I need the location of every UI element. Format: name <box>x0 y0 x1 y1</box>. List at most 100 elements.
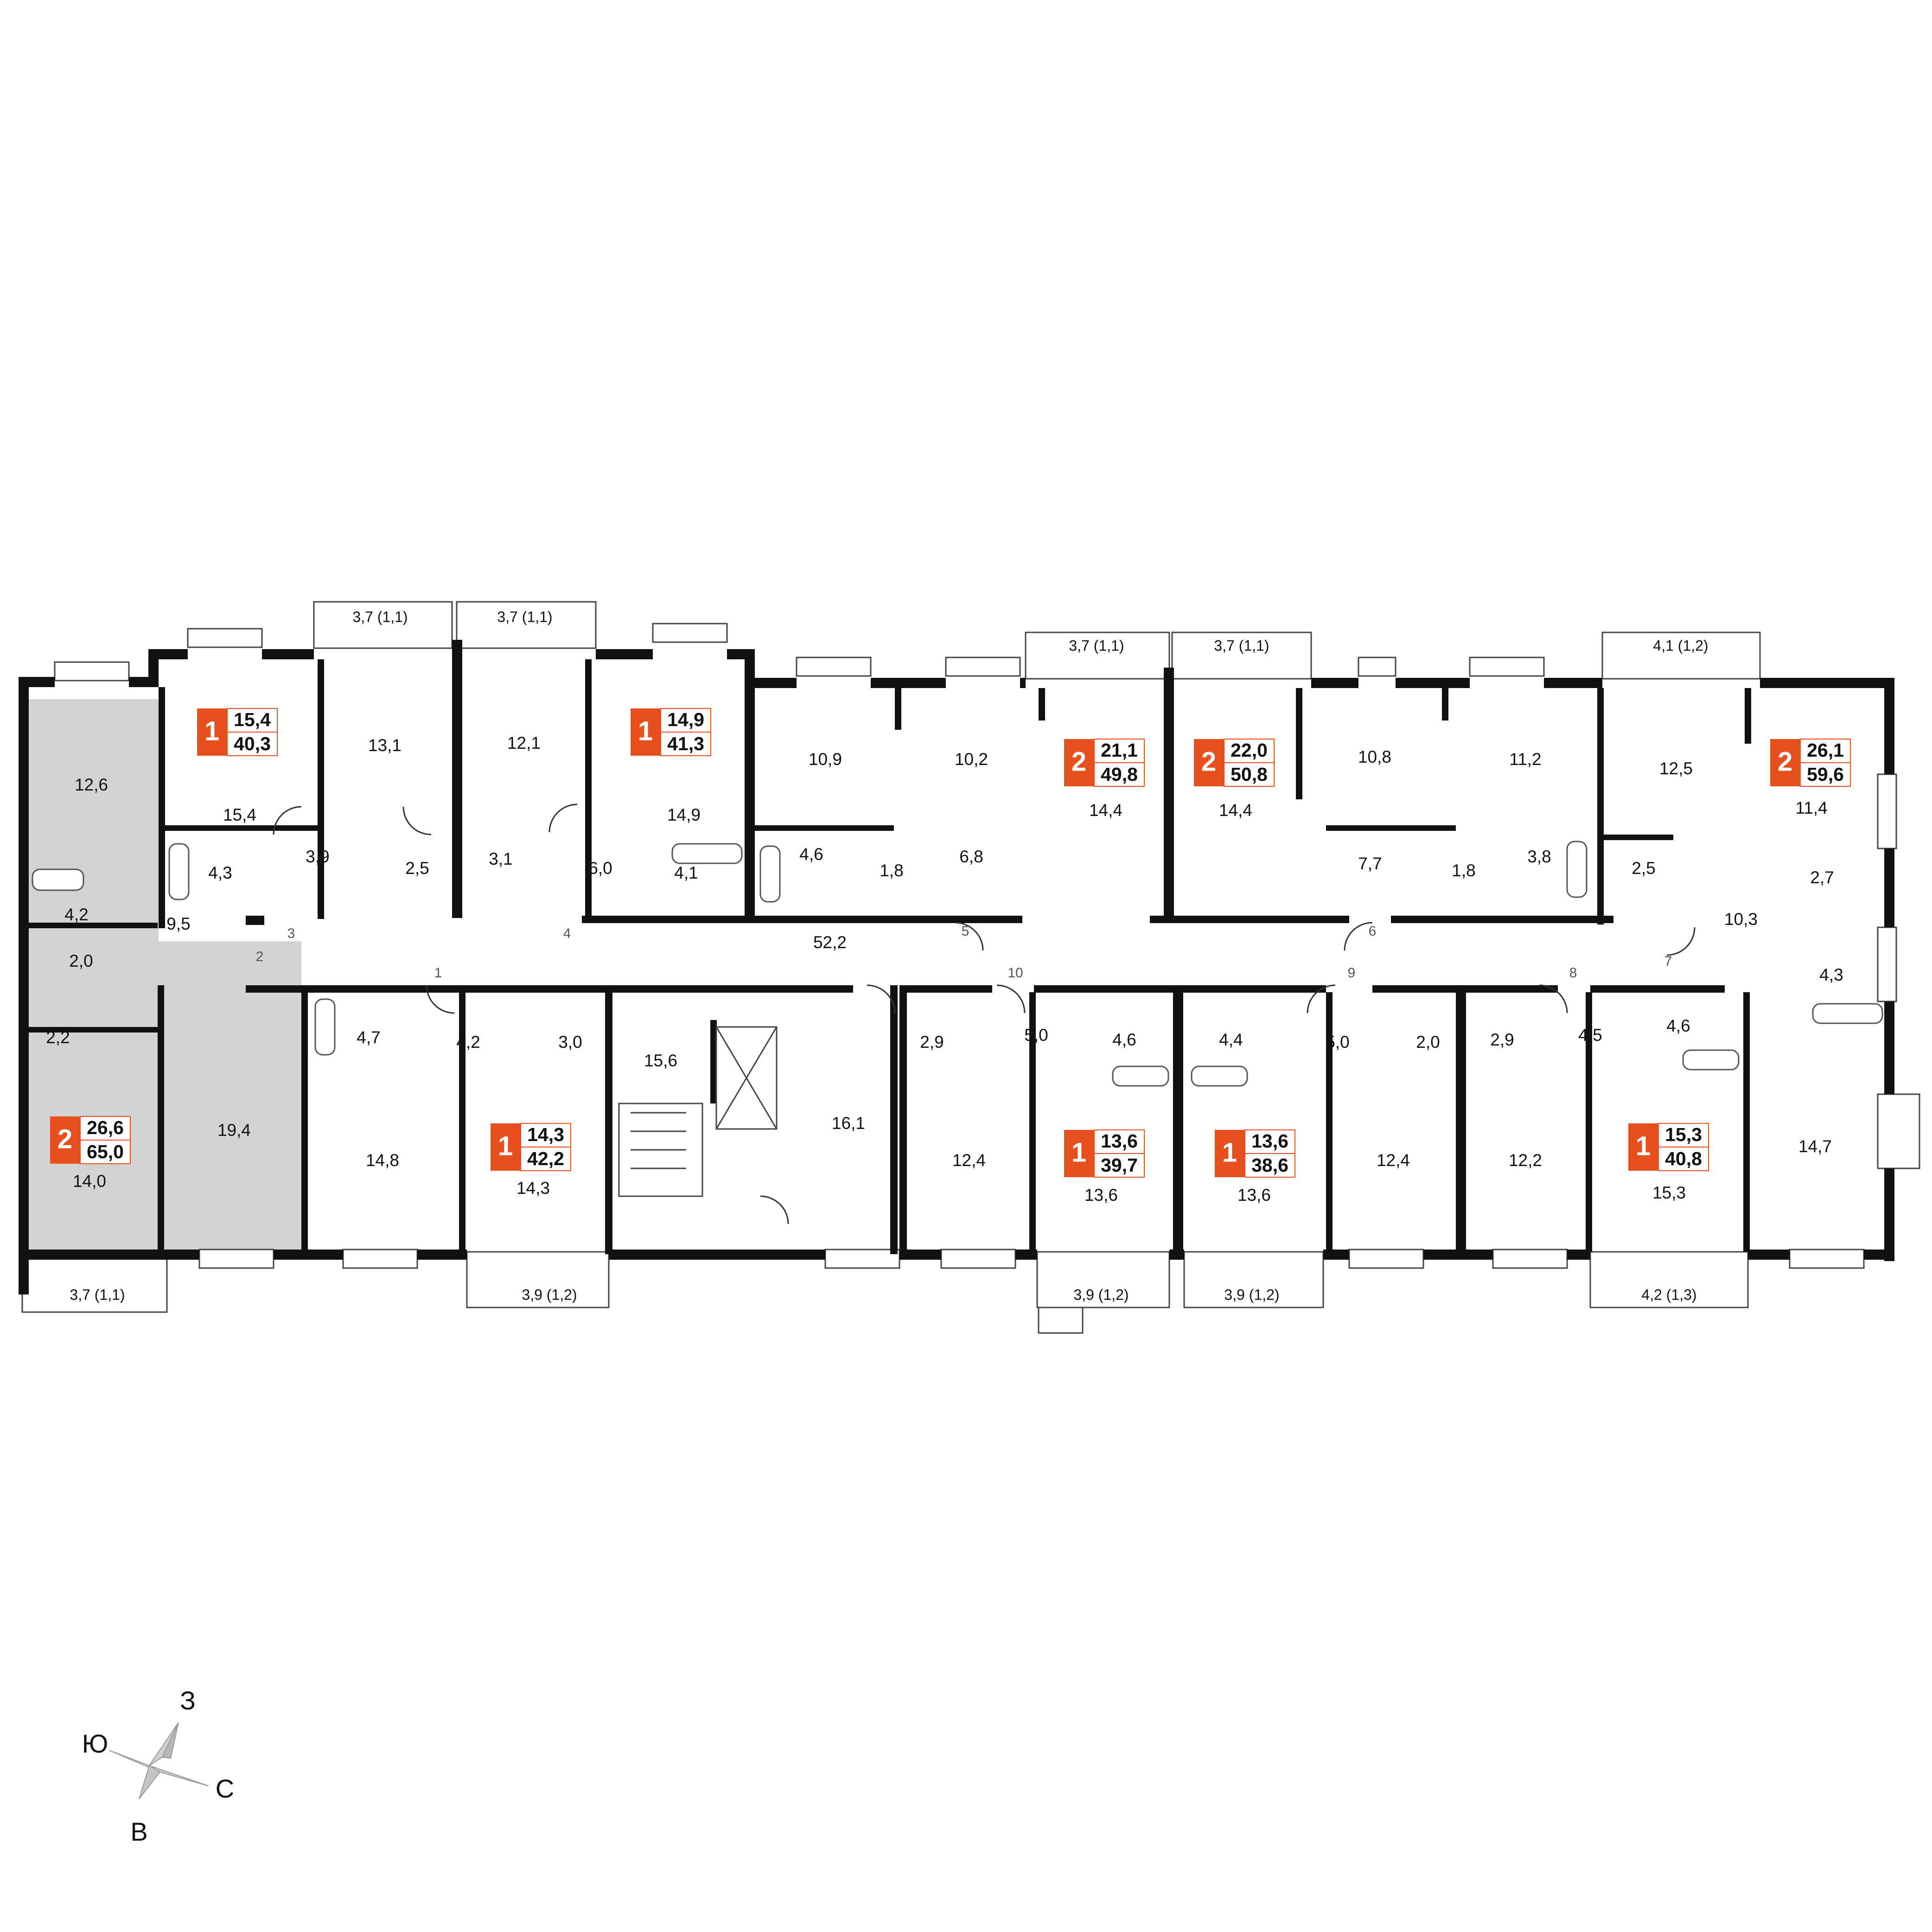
svg-text:1: 1 <box>1222 1137 1237 1167</box>
room-area: 15,3 <box>1652 1183 1686 1202</box>
balcony-area: 3,9 (1,2) <box>1073 1286 1129 1303</box>
door-number: 9 <box>1348 965 1356 981</box>
svg-text:65,0: 65,0 <box>87 1141 124 1162</box>
balcony-area: 4,1 (1,2) <box>1653 637 1708 654</box>
room-area: 2,2 <box>46 1028 70 1047</box>
room-area: 6,8 <box>959 847 983 866</box>
compass-east-label: В <box>130 1817 147 1846</box>
room-area: 15,6 <box>644 1051 677 1070</box>
svg-text:39,7: 39,7 <box>1101 1154 1138 1176</box>
door-number: 4 <box>563 926 571 941</box>
room-area: 13,1 <box>368 736 402 755</box>
svg-text:13,6: 13,6 <box>1251 1130 1288 1152</box>
room-area: 14,4 <box>1089 801 1122 820</box>
room-area: 5,0 <box>1326 1033 1349 1052</box>
svg-text:26,1: 26,1 <box>1807 740 1844 761</box>
svg-text:22,0: 22,0 <box>1231 740 1268 761</box>
door-number: 7 <box>1664 954 1672 969</box>
room-area: 3,0 <box>558 1033 582 1052</box>
room-area: 12,6 <box>75 775 108 794</box>
svg-text:15,3: 15,3 <box>1665 1124 1702 1145</box>
apartment-badge[interactable]: 2 26,6 65,0 <box>50 1116 131 1164</box>
svg-text:1: 1 <box>1071 1137 1086 1167</box>
door-number: 6 <box>1369 924 1377 939</box>
svg-text:2: 2 <box>1778 746 1792 777</box>
svg-text:42,2: 42,2 <box>527 1148 564 1169</box>
room-area: 2,0 <box>1416 1033 1440 1052</box>
room-area: 4,7 <box>357 1028 380 1047</box>
room-area: 2,5 <box>1632 859 1655 878</box>
walls <box>19 640 1894 1294</box>
door-number: 10 <box>1007 965 1023 981</box>
svg-text:41,3: 41,3 <box>667 733 704 754</box>
room-area: 13,6 <box>1237 1186 1271 1205</box>
room-area: 16,1 <box>832 1114 865 1133</box>
room-area: 14,8 <box>366 1151 399 1170</box>
room-area: 10,8 <box>1358 747 1391 766</box>
door-number: 5 <box>962 924 969 939</box>
room-area: 4,2 <box>456 1033 480 1052</box>
balcony-area: 3,7 (1,1) <box>352 608 408 625</box>
room-area: 14,4 <box>1219 801 1252 820</box>
apartment-badge[interactable]: 2 26,1 59,6 <box>1770 739 1851 787</box>
room-area: 2,9 <box>1490 1030 1514 1049</box>
room-area-labels: 12,6 15,4 13,1 12,1 14,9 10,9 10,2 14,4 … <box>46 733 1843 1205</box>
room-area: 1,8 <box>1452 861 1475 880</box>
room-area: 7,7 <box>1358 854 1382 873</box>
room-area: 12,1 <box>507 733 541 752</box>
svg-text:1: 1 <box>638 716 653 746</box>
svg-text:59,6: 59,6 <box>1807 764 1844 785</box>
apartment-badge[interactable]: 1 14,9 41,3 <box>631 708 711 756</box>
room-area: 14,9 <box>667 805 701 824</box>
balcony-area: 3,9 (1,2) <box>1224 1286 1279 1303</box>
room-area: 3,1 <box>489 849 512 868</box>
apartment-badge[interactable]: 1 13,6 38,6 <box>1215 1129 1295 1178</box>
bathroom-fixtures <box>32 841 1883 1087</box>
apartment-badge[interactable]: 1 15,3 40,8 <box>1628 1123 1709 1171</box>
room-area: 4,4 <box>1219 1030 1243 1049</box>
svg-text:40,3: 40,3 <box>234 733 271 754</box>
balcony-area: 4,2 (1,3) <box>1641 1286 1696 1303</box>
svg-text:1: 1 <box>1636 1131 1651 1161</box>
entrance-door-numbers: 1 2 3 4 5 6 7 8 9 10 <box>256 924 1672 981</box>
room-area: 14,7 <box>1798 1137 1832 1156</box>
svg-text:1: 1 <box>204 716 219 746</box>
room-area: 52,2 <box>813 933 847 952</box>
room-area: 14,3 <box>516 1179 550 1198</box>
room-area: 2,5 <box>405 859 429 878</box>
balcony-area: 3,7 (1,1) <box>1069 637 1124 654</box>
highlighted-apartment[interactable] <box>28 699 301 1250</box>
room-area: 19,4 <box>217 1121 251 1140</box>
door-number: 3 <box>287 926 295 941</box>
balcony-labels: 3,7 (1,1) 3,7 (1,1) 3,7 (1,1) 3,7 (1,1) … <box>70 608 1708 1303</box>
stair-lift-core <box>618 1026 778 1197</box>
windows <box>54 623 1920 1269</box>
room-area: 4,3 <box>1819 965 1843 984</box>
svg-text:1: 1 <box>498 1131 513 1161</box>
apartment-badge[interactable]: 2 21,1 49,8 <box>1064 739 1145 787</box>
door-number: 8 <box>1569 965 1577 981</box>
svg-text:38,6: 38,6 <box>1251 1154 1288 1176</box>
room-area: 6,0 <box>588 859 612 878</box>
svg-text:2: 2 <box>1201 746 1216 777</box>
compass-west-label: З <box>180 1686 196 1715</box>
apartment-badge[interactable]: 1 14,3 42,2 <box>491 1123 571 1171</box>
room-area: 4,2 <box>64 905 88 924</box>
apartment-badge[interactable]: 1 13,6 39,7 <box>1064 1129 1145 1178</box>
room-area: 2,9 <box>920 1033 944 1052</box>
room-area: 4,6 <box>1112 1030 1136 1049</box>
balcony-area: 3,9 (1,2) <box>522 1286 577 1303</box>
balcony-area: 3,7 (1,1) <box>497 608 552 625</box>
apartment-badge[interactable]: 1 15,4 40,3 <box>197 708 278 756</box>
room-area: 12,2 <box>1509 1151 1542 1170</box>
room-area: 3,8 <box>1527 847 1551 866</box>
svg-text:2: 2 <box>1071 746 1086 777</box>
room-area: 4,6 <box>799 845 823 864</box>
apartment-badges: 1 15,4 40,3 1 14,9 41,3 2 21,1 49,8 2 22… <box>50 708 1851 1178</box>
apartment-badge[interactable]: 2 22,0 50,8 <box>1194 739 1275 787</box>
door-number: 1 <box>434 965 442 981</box>
room-area: 9,5 <box>166 914 190 933</box>
balcony-area: 3,7 (1,1) <box>70 1286 125 1303</box>
room-area: 14,0 <box>73 1172 106 1191</box>
doors <box>273 803 1696 1224</box>
